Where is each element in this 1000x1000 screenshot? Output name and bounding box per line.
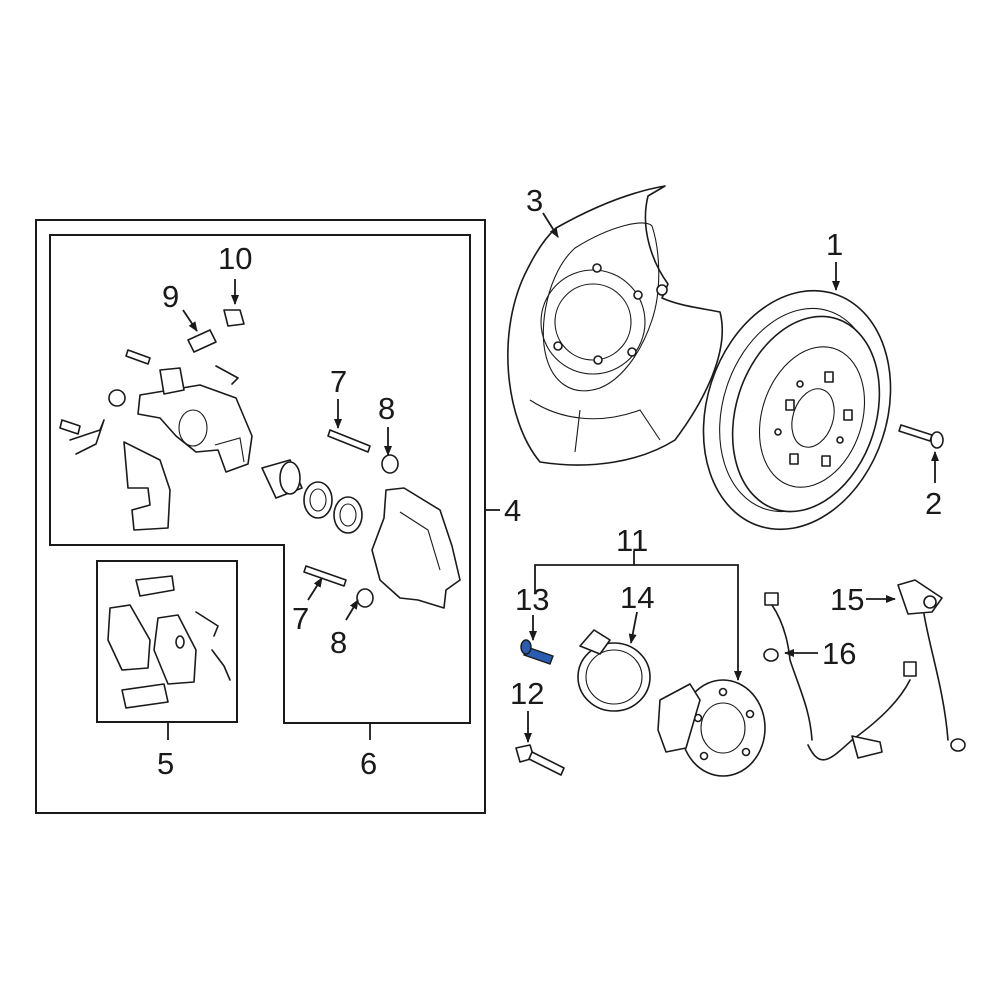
bleeder-screw[interactable]	[187, 329, 217, 353]
hub-mounting-bolt[interactable]	[515, 744, 565, 776]
callout-2: 2	[925, 486, 942, 521]
anti-rattle-spring[interactable]	[69, 419, 105, 455]
callout-7-lower: 7	[292, 601, 309, 636]
guide-pin-upper[interactable]	[327, 429, 371, 453]
callout-6: 6	[360, 746, 377, 781]
abs-speed-sensor[interactable]	[897, 579, 966, 752]
brake-pad-set-box	[96, 560, 238, 723]
callout-11: 11	[616, 523, 648, 558]
dust-boot[interactable]	[333, 496, 363, 534]
piston-seal[interactable]	[303, 481, 333, 519]
brake-pads[interactable]	[107, 604, 197, 685]
caliper-bolt[interactable]	[125, 349, 151, 365]
callout-15: 15	[830, 582, 864, 617]
bleeder-cap[interactable]	[108, 389, 126, 407]
guide-pin-boot-upper[interactable]	[381, 454, 399, 474]
callout-1: 1	[826, 227, 843, 262]
guide-pin-lower[interactable]	[303, 565, 347, 587]
callout-5: 5	[157, 746, 174, 781]
caliper-assembly-box	[35, 219, 486, 814]
callout-16: 16	[822, 636, 856, 671]
callout-8-lower: 8	[330, 625, 347, 660]
caliper-support[interactable]	[371, 487, 461, 609]
callout-12: 12	[510, 676, 544, 711]
callout-7-upper: 7	[330, 364, 347, 399]
callout-3: 3	[526, 183, 543, 218]
brake-rotor[interactable]	[674, 266, 921, 554]
wheel-bearing[interactable]	[577, 629, 651, 712]
pad-clips[interactable]	[121, 575, 175, 709]
callout-8-upper: 8	[378, 391, 395, 426]
pad-wear-springs[interactable]	[195, 611, 231, 681]
guide-pin-boot-lower[interactable]	[356, 588, 374, 608]
callout-14: 14	[620, 580, 654, 615]
callout-4: 4	[504, 493, 521, 528]
hub-bolt[interactable]	[520, 639, 554, 665]
callout-10: 10	[218, 241, 252, 276]
caliper-kit-box	[49, 234, 471, 724]
brake-hose-clip[interactable]	[215, 365, 239, 385]
dust-shield[interactable]	[507, 185, 724, 466]
guide-bushing[interactable]	[59, 419, 81, 435]
caliper-housing[interactable]	[137, 367, 253, 473]
caliper-piston[interactable]	[261, 459, 303, 499]
callout-13: 13	[515, 582, 549, 617]
rotor-screw[interactable]	[898, 424, 944, 449]
callout-9: 9	[162, 279, 179, 314]
hub-assembly[interactable]	[657, 679, 766, 777]
caliper-bracket-shim[interactable]	[123, 441, 171, 531]
abs-sensor-harness[interactable]	[763, 592, 917, 761]
bleeder-screw-cap[interactable]	[223, 309, 245, 327]
